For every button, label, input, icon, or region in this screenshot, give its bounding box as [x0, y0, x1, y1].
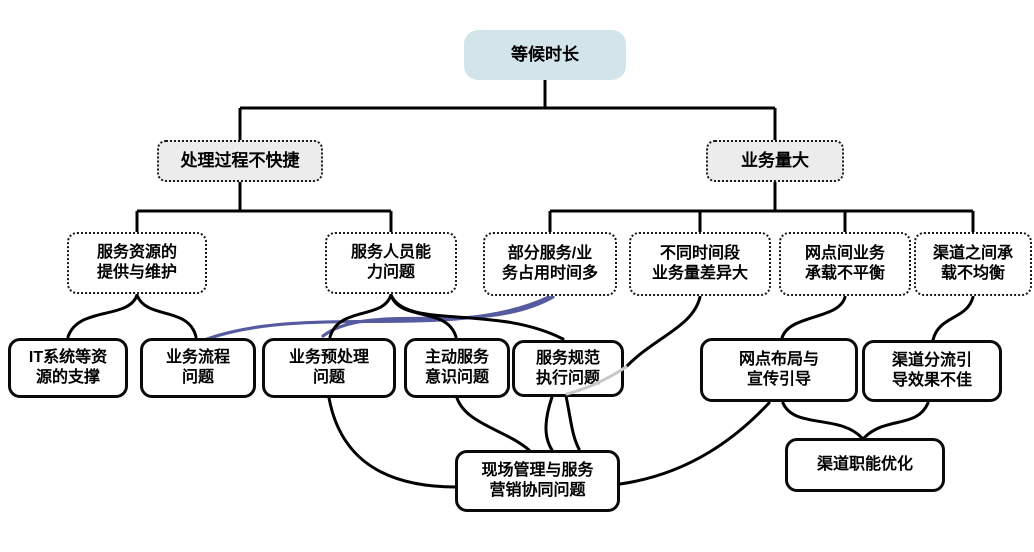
node-preprocess-issue[interactable]: 业务预处理 问题 — [262, 338, 396, 398]
edge-proactive-to-onsite — [455, 396, 531, 452]
edge-partial-to-preprocess — [321, 295, 555, 338]
edge-onsite-to-layout — [618, 401, 771, 486]
edge-tree-straight — [135, 80, 975, 233]
node-process-not-fast[interactable]: 处理过程不快捷 — [157, 140, 323, 182]
edge-partial-to-flow — [205, 295, 551, 341]
node-it-system-support[interactable]: IT系统等资 源的支撑 — [8, 338, 128, 398]
node-partial-services-time[interactable]: 部分服务/业 务占用时间多 — [483, 232, 617, 296]
node-standard-execution-issue[interactable]: 服务规范 执行问题 — [512, 340, 624, 397]
edge-timeslot-down-lower — [564, 394, 581, 451]
node-large-business-volume[interactable]: 业务量大 — [706, 140, 844, 182]
node-service-resource[interactable]: 服务资源的 提供与维护 — [67, 232, 207, 294]
node-branch-load-imbalance[interactable]: 网点间业务 承载不平衡 — [779, 232, 911, 296]
edge-staff-to-preprocess — [328, 293, 393, 339]
node-channel-function-optimization[interactable]: 渠道职能优化 — [785, 438, 945, 492]
edge-staff-to-standard — [389, 293, 565, 341]
edge-standard-to-onsite — [544, 395, 554, 452]
node-staff-capability[interactable]: 服务人员能 力问题 — [325, 232, 457, 294]
edge-resource-to-it — [66, 293, 139, 339]
edge-branch-to-layout — [780, 295, 847, 340]
edge-divert-to-channelopt — [862, 401, 930, 440]
node-proactive-awareness-issue[interactable]: 主动服务 意识问题 — [404, 338, 510, 398]
node-timeslot-variance[interactable]: 不同时间段 业务量差异大 — [629, 232, 771, 296]
edge-resource-to-flow — [135, 293, 198, 339]
node-branch-layout-guidance[interactable]: 网点布局与 宣传引导 — [700, 338, 858, 402]
node-business-process-issue[interactable]: 业务流程 问题 — [140, 338, 256, 398]
edge-layout-to-channelopt — [781, 401, 864, 440]
edge-preprocess-to-onsite — [327, 396, 458, 489]
edge-timeslot-down-upper — [624, 295, 702, 369]
node-onsite-management-coordination[interactable]: 现场管理与服务 营销协同问题 — [455, 450, 620, 512]
edge-channel-to-divert — [931, 295, 975, 342]
node-channel-divert-ineffective[interactable]: 渠道分流引 导效果不佳 — [862, 340, 1002, 402]
node-channel-load-imbalance[interactable]: 渠道之间承 载不均衡 — [914, 232, 1032, 296]
node-waiting-duration[interactable]: 等候时长 — [464, 30, 626, 80]
